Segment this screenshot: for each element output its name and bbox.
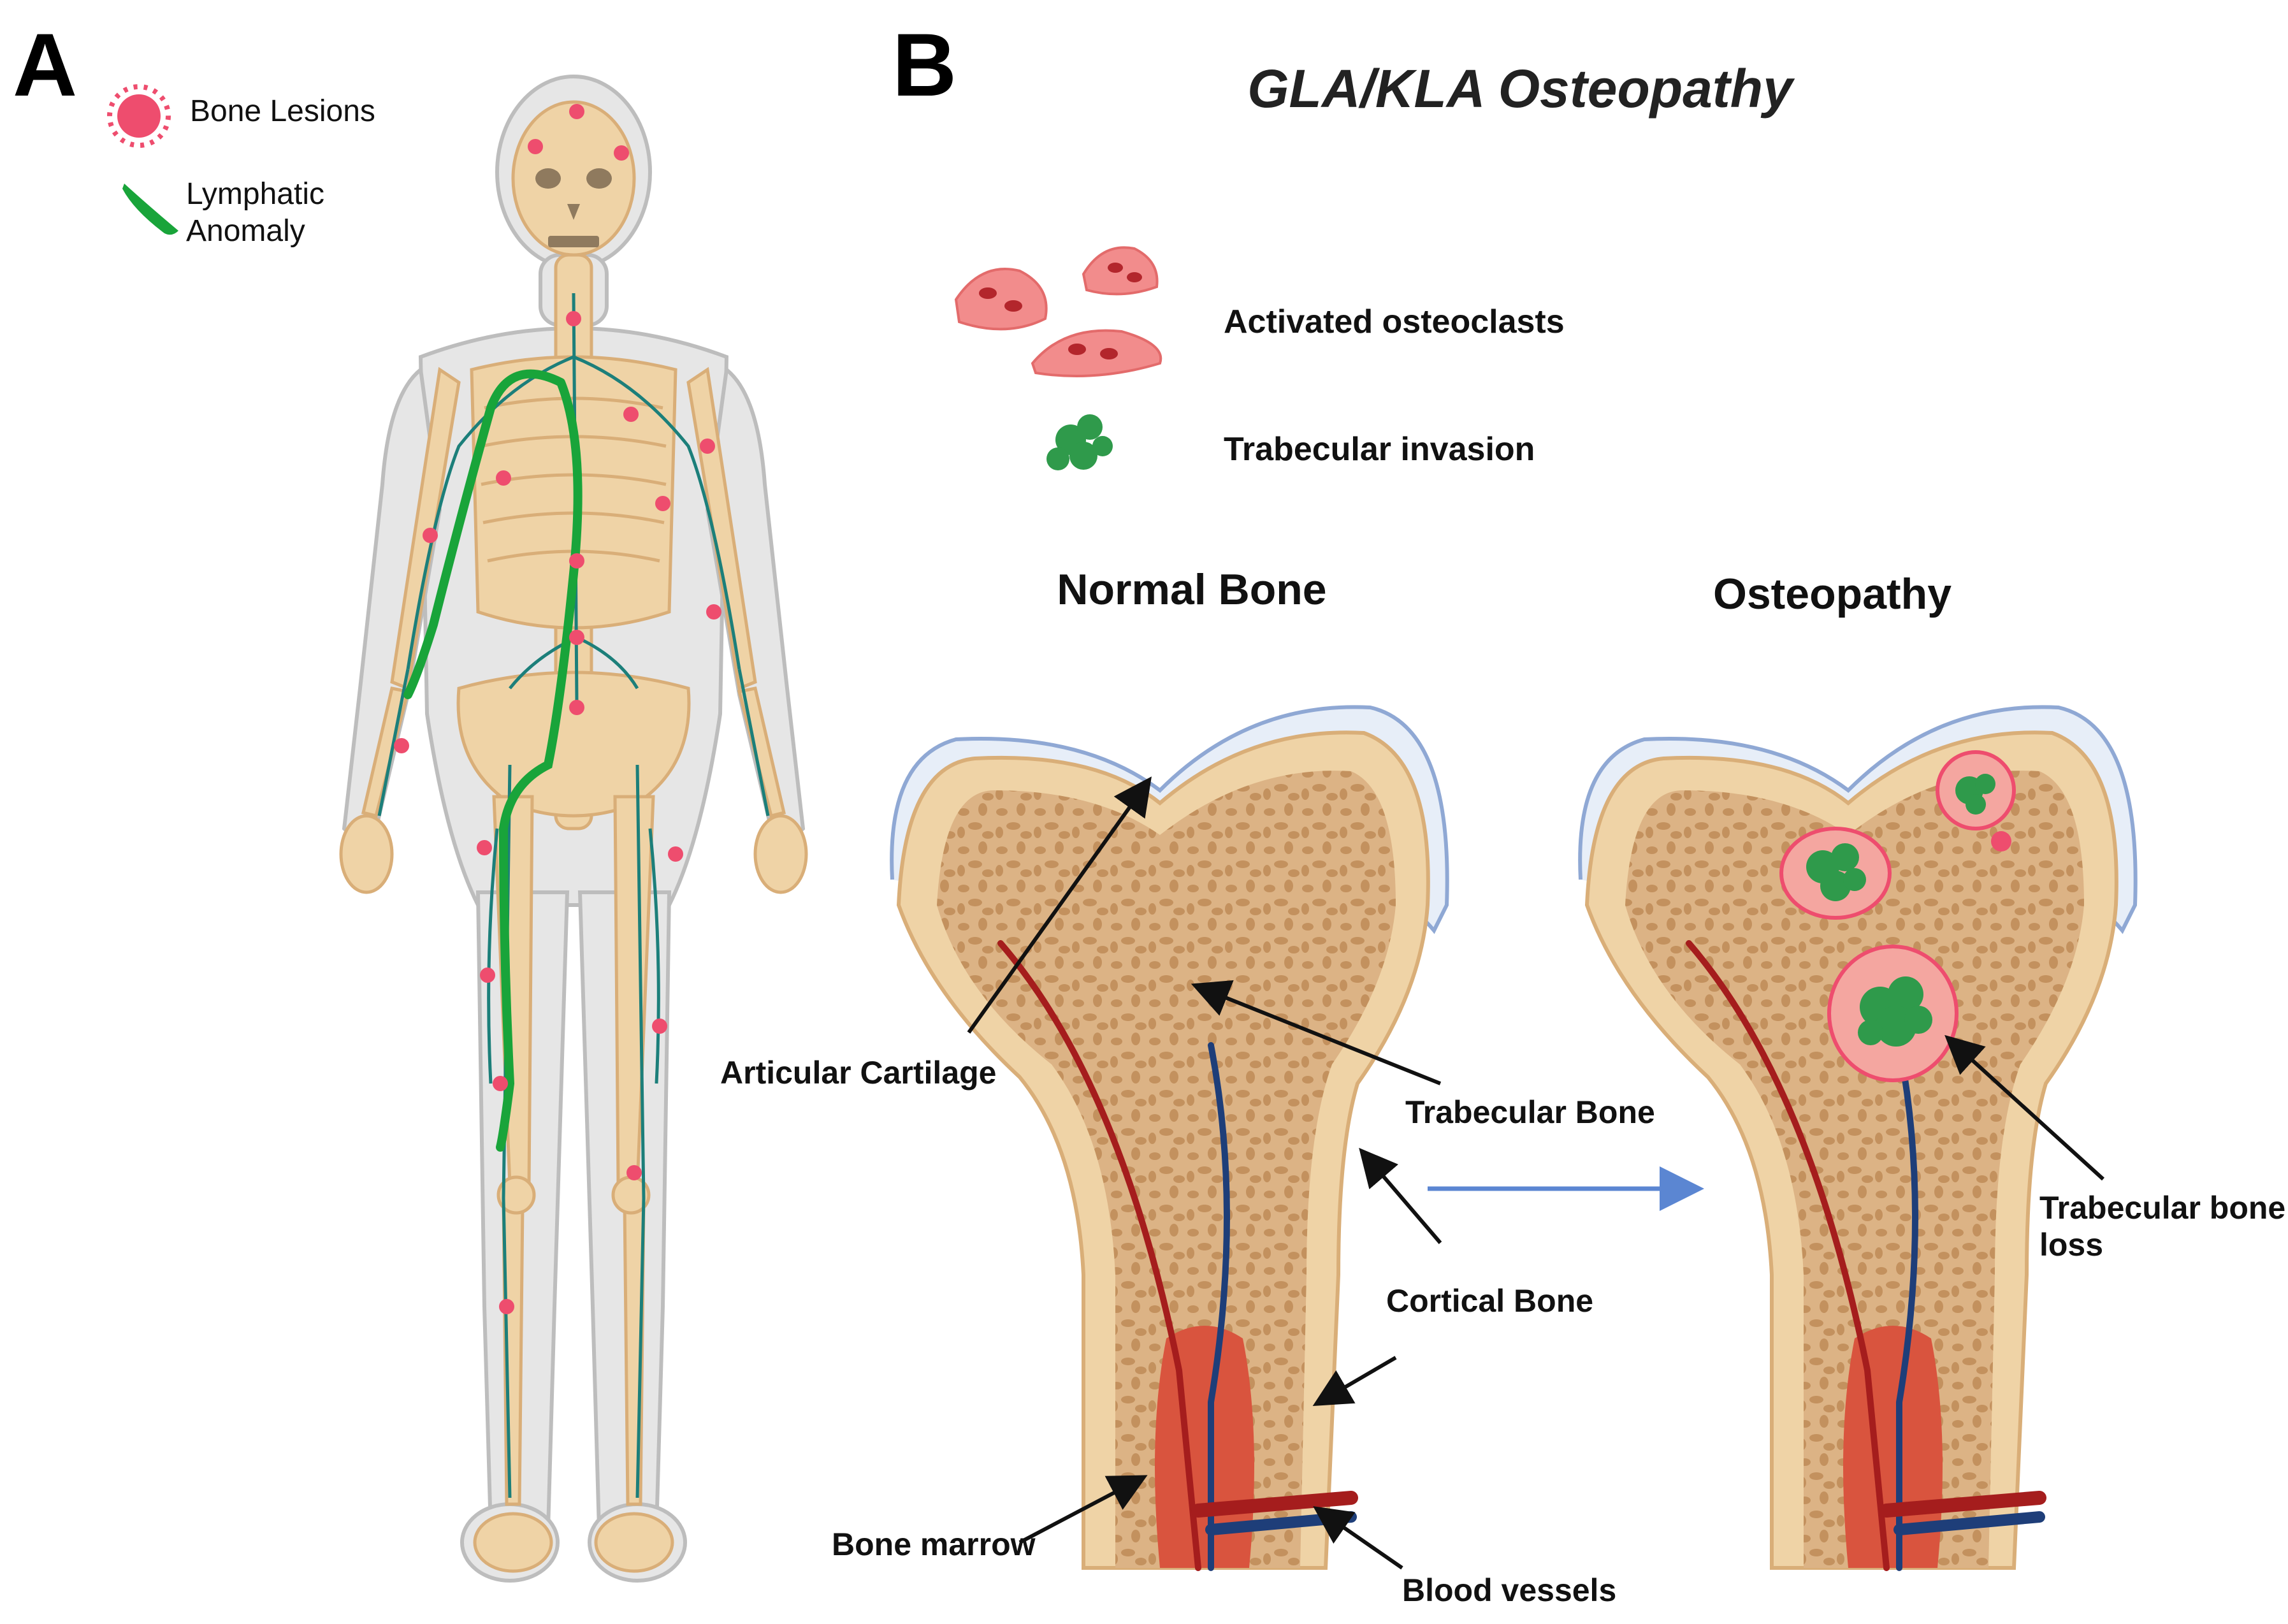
lymphatic-anomaly-icon <box>122 184 178 235</box>
panel-b-title: GLA/KLA Osteopathy <box>1247 59 1795 119</box>
legend-bone-lesions: Bone Lesions <box>107 84 375 148</box>
legend-activated-osteoclasts: Activated osteoclasts <box>954 246 1565 377</box>
osteoclast-marker <box>1991 831 2011 852</box>
osteopathy-lesion-1 <box>1779 827 1892 920</box>
osteopathy-lesion-2 <box>1936 750 2016 830</box>
legend-trabecular-invasion: Trabecular invasion <box>1046 414 1535 470</box>
osteopathy-bone-diagram <box>1578 705 2138 1571</box>
osteoclast-icon <box>954 246 1162 377</box>
human-body-figure <box>339 75 808 1583</box>
arrow-cortical-bone <box>1359 1147 1442 1244</box>
legend-lymphatic-line1: Lymphatic <box>186 177 324 211</box>
normal-bone-diagram <box>890 705 1449 1571</box>
legend-bone-lesions-label: Bone Lesions <box>190 94 375 128</box>
lymphatic-anomaly-path <box>403 369 583 1152</box>
leader-arrows <box>967 776 2105 1570</box>
arrow-articular-cartilage <box>967 776 1152 1034</box>
bone-lesion-markers <box>394 104 721 1314</box>
arrow-blood-vessels <box>1313 1506 1403 1570</box>
legend-lymphatic-anomaly: Lymphatic Anomaly <box>122 177 324 248</box>
arrow-cortical-lower <box>1312 1356 1397 1407</box>
trabecular-bone-normal <box>937 771 1396 1568</box>
legend-osteoclasts-label: Activated osteoclasts <box>1224 303 1565 340</box>
osteopathy-lesion-3 <box>1827 945 1959 1082</box>
label-trabecular-loss-line1: Trabecular bone <box>2039 1190 2285 1226</box>
arrow-trabecular-bone <box>1191 980 1442 1085</box>
trabecular-bone-osteopathy <box>1625 771 2084 1568</box>
label-trabecular-loss-line2: loss <box>2039 1227 2103 1263</box>
panel-a-letter: A <box>13 15 77 115</box>
legend-lymphatic-line2: Anomaly <box>186 214 305 248</box>
label-articular-cartilage: Articular Cartilage <box>720 1055 996 1091</box>
label-trabecular-bone: Trabecular Bone <box>1405 1094 1655 1130</box>
label-blood-vessels: Blood vessels <box>1402 1572 1616 1608</box>
arrow-trabecular-loss <box>1944 1034 2105 1181</box>
arrow-bone-marrow <box>1018 1475 1148 1544</box>
trabecular-invasion-icon <box>1046 414 1113 470</box>
panel-b-letter: B <box>892 15 957 115</box>
label-cortical-bone: Cortical Bone <box>1386 1283 1593 1319</box>
label-bone-marrow: Bone marrow <box>832 1526 1036 1562</box>
osteopathy-heading: Osteopathy <box>1713 570 1951 618</box>
bone-lesion-icon <box>107 84 171 148</box>
normal-bone-heading: Normal Bone <box>1057 565 1326 614</box>
legend-trabecular-label: Trabecular invasion <box>1224 431 1535 468</box>
skull-features <box>535 168 612 247</box>
blood-vessels-osteopathy <box>1686 940 2046 1571</box>
